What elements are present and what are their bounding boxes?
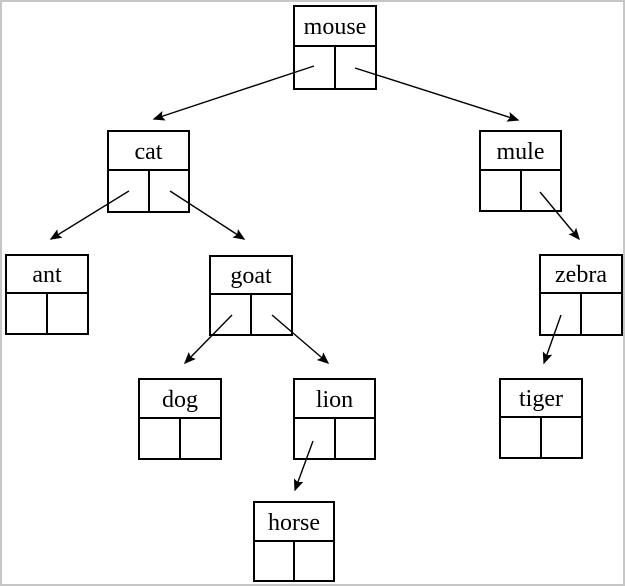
- tree-node-dog: dog: [138, 378, 222, 460]
- tree-node-lion: lion: [293, 378, 376, 460]
- right-pointer-cell: [181, 419, 220, 458]
- node-label: zebra: [541, 256, 621, 294]
- pointer-cells: [211, 295, 291, 334]
- left-pointer-cell: [140, 419, 181, 458]
- left-pointer-cell: [501, 418, 542, 457]
- node-label: tiger: [501, 380, 581, 418]
- node-label: dog: [140, 380, 220, 419]
- node-label: horse: [255, 503, 333, 542]
- left-pointer-cell: [541, 294, 582, 334]
- tree-node-mouse: mouse: [293, 5, 377, 90]
- right-pointer-cell: [336, 419, 375, 458]
- edge-mouse-cat: [152, 65, 315, 121]
- node-label: mouse: [295, 7, 375, 47]
- left-pointer-cell: [7, 294, 48, 333]
- left-pointer-cell: [109, 171, 150, 211]
- tree-node-goat: goat: [209, 255, 293, 336]
- left-pointer-cell: [211, 295, 252, 334]
- pointer-cells: [481, 171, 560, 210]
- right-pointer-cell: [150, 171, 189, 211]
- tree-node-zebra: zebra: [539, 254, 623, 336]
- right-pointer-cell: [582, 294, 621, 334]
- tree-node-cat: cat: [107, 130, 190, 213]
- left-pointer-cell: [295, 419, 336, 458]
- left-pointer-cell: [255, 542, 295, 580]
- pointer-cells: [501, 418, 581, 457]
- pointer-cells: [541, 294, 621, 334]
- node-label: mule: [481, 132, 560, 171]
- pointer-cells: [255, 542, 333, 580]
- node-label: ant: [7, 256, 87, 294]
- left-pointer-cell: [481, 171, 522, 210]
- right-pointer-cell: [522, 171, 561, 210]
- pointer-cells: [140, 419, 220, 458]
- right-pointer-cell: [295, 542, 333, 580]
- right-pointer-cell: [48, 294, 87, 333]
- edge-mouse-mule: [354, 67, 520, 122]
- tree-node-horse: horse: [253, 501, 335, 582]
- node-label: cat: [109, 132, 188, 171]
- tree-node-tiger: tiger: [499, 378, 583, 459]
- tree-node-mule: mule: [479, 130, 562, 212]
- left-pointer-cell: [295, 47, 336, 88]
- node-label: lion: [295, 380, 374, 419]
- pointer-cells: [7, 294, 87, 333]
- pointer-cells: [295, 419, 374, 458]
- tree-node-ant: ant: [5, 254, 89, 335]
- right-pointer-cell: [336, 47, 375, 88]
- node-label: goat: [211, 257, 291, 295]
- pointer-cells: [295, 47, 375, 88]
- right-pointer-cell: [542, 418, 581, 457]
- right-pointer-cell: [252, 295, 291, 334]
- pointer-cells: [109, 171, 188, 211]
